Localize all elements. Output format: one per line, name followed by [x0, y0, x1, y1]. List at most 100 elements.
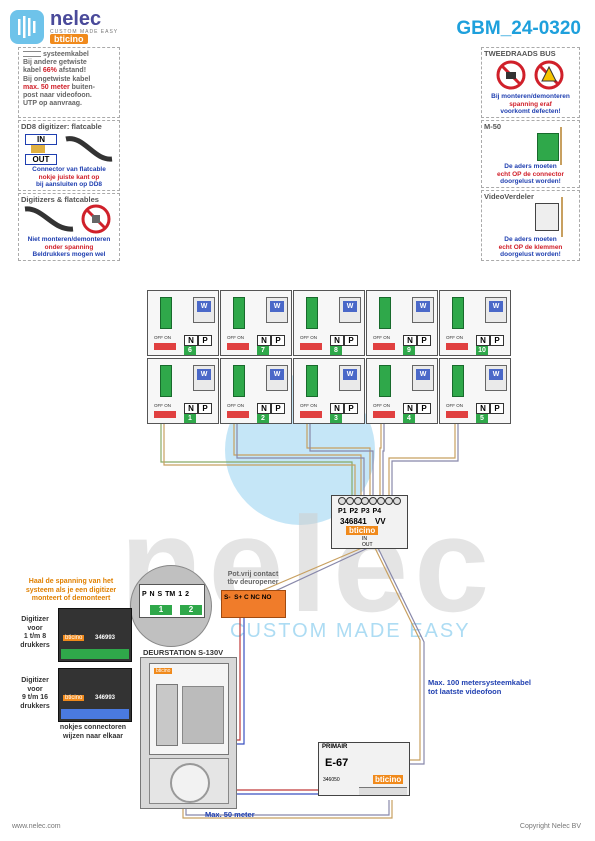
zoom-num-left: 1 — [150, 605, 172, 615]
digitizer1-line1: Digitizer — [21, 616, 49, 623]
n-label: N — [184, 335, 198, 346]
video-distributor: P1 P2 P3 P4 346841 VV bticino IN OUT — [331, 495, 408, 549]
digitizer2-line1: Digitizer — [21, 677, 49, 684]
p-label: P — [198, 403, 212, 414]
flatcable-connector-icon — [31, 145, 45, 153]
doorstation-label: DEURSTATION S-130V — [143, 648, 224, 657]
unit-number: 6 — [184, 346, 196, 355]
off-on-switch[interactable] — [154, 343, 176, 350]
off-on-label: OFF ON — [373, 335, 390, 340]
videoverdeler-note: VideoVerdeler De aders moeten echt OP de… — [481, 190, 580, 261]
n-label: N — [330, 403, 344, 414]
terminal-screw-icon — [353, 497, 362, 505]
off-on-switch[interactable] — [446, 343, 468, 350]
videophone-icon: W — [193, 297, 215, 323]
digitizer2-brand: bticino — [63, 695, 85, 701]
off-on-switch[interactable] — [373, 411, 395, 418]
videophone-icon: W — [339, 365, 361, 391]
dd8-in-label: IN — [25, 134, 57, 145]
systemcable-line1: Bij andere getwiste — [23, 59, 87, 67]
zoom-term-n: N — [149, 591, 155, 598]
p-label: P — [490, 335, 504, 346]
apartment-unit: W OFF ON N P 6 — [147, 290, 219, 356]
off-on-switch[interactable] — [300, 343, 322, 350]
unit-number: 9 — [403, 346, 415, 355]
relay-title-line1: Pot.vrij contact — [227, 571, 279, 578]
psu-code: 346050 — [323, 777, 340, 783]
unit-number: 2 — [257, 414, 269, 423]
apartment-unit: W OFF ON N P 10 — [439, 290, 511, 356]
doorstation-brand: bticino — [154, 668, 173, 674]
off-on-switch[interactable] — [373, 343, 395, 350]
footer-copyright: Copyright Nelec BV — [519, 823, 581, 830]
zoom-term-1: 1 — [178, 591, 183, 598]
m50-connector-icon — [452, 365, 464, 397]
off-on-label: OFF ON — [154, 403, 171, 408]
digitizer2-terminals — [61, 709, 129, 719]
videophone-icon: W — [485, 297, 507, 323]
systemcable-line3: Bij ongetwiste kabel — [23, 75, 91, 83]
cable-legend-icon — [23, 51, 41, 58]
dd8-line2: nokje juiste kant op — [38, 173, 100, 181]
systemcable-line2b: 66% — [42, 67, 57, 75]
off-on-label: OFF ON — [227, 403, 244, 408]
apartment-unit: W OFF ON N P 8 — [293, 290, 365, 356]
flatcables-note: Digitizers & flatcables Niet monteren/de… — [18, 193, 120, 261]
videoverdeler-line2: echt OP de klemmen — [498, 243, 563, 251]
off-on-label: OFF ON — [300, 403, 317, 408]
terminal-screw-icon — [392, 497, 401, 505]
off-on-switch[interactable] — [227, 411, 249, 418]
twowire-line1: Bij monteren/demonteren — [491, 93, 570, 100]
max100-line2: tot laatste videofoon — [428, 687, 502, 696]
m50-note: M-50 De aders moeten echt OP de connecto… — [481, 120, 580, 188]
zoom-term-2: 2 — [185, 591, 189, 598]
off-on-switch[interactable] — [154, 411, 176, 418]
relay-title-line2: tbv deuropener — [227, 579, 279, 586]
dd8-note: DD8 digitizer: flatcable IN OUT Connecto… — [18, 120, 120, 191]
off-on-label: OFF ON — [227, 335, 244, 340]
videophone-icon: W — [485, 365, 507, 391]
apartment-unit: W OFF ON N P 9 — [366, 290, 438, 356]
distributor-terminal-icon — [535, 203, 559, 231]
apartment-unit: W OFF ON N P 4 — [366, 358, 438, 424]
n-label: N — [403, 335, 417, 346]
m50-connector-icon — [306, 297, 318, 329]
m50-connector-icon — [306, 365, 318, 397]
p-label: P — [198, 335, 212, 346]
distributor-port-2: P2 — [349, 508, 359, 515]
digitizer1-terminals — [61, 649, 129, 659]
systemcable-line2a: kabel — [23, 67, 43, 75]
flatcables-line1: Niet monteren/demonteren — [27, 236, 111, 243]
flatcables-line3: Beldrukkers mogen wel — [32, 251, 106, 258]
videophone-icon: W — [266, 297, 288, 323]
zoom-num-right: 2 — [180, 605, 202, 615]
apartment-unit: W OFF ON N P 5 — [439, 358, 511, 424]
partner-logo: bticino — [50, 34, 88, 44]
systemcable-legend: systeemkabel — [42, 51, 89, 58]
dd8-title: DD8 digitizer: flatcable — [21, 122, 102, 131]
no-tool-warning-icon — [81, 204, 111, 234]
flatcable-icon — [65, 136, 113, 162]
videophone-icon: W — [339, 297, 361, 323]
power-warning-line1: Haal de spanning van het — [28, 578, 114, 585]
systemcable-line5: post naar videofoon. — [23, 92, 92, 100]
nokjes-line1: nokjes connectoren — [59, 724, 127, 731]
power-warning-line3: monteert of demonteert — [31, 595, 111, 602]
unit-number: 5 — [476, 414, 488, 423]
pushbutton-icon[interactable] — [170, 763, 210, 803]
unit-number: 10 — [476, 346, 488, 355]
max50-note: Max. 50 meter — [205, 810, 255, 819]
systemcable-line4b: buiten- — [69, 83, 95, 91]
digitizer1-brand: bticino — [63, 635, 85, 641]
m50-line3: doorgelust worden! — [500, 178, 561, 185]
m50-wire-icon — [560, 127, 562, 165]
off-on-switch[interactable] — [446, 411, 468, 418]
off-on-switch[interactable] — [227, 343, 249, 350]
apartment-unit: W OFF ON N P 2 — [220, 358, 292, 424]
footer-url[interactable]: www.nelec.com — [12, 823, 61, 830]
psu-brand: bticino — [373, 775, 404, 784]
off-on-switch[interactable] — [300, 411, 322, 418]
n-label: N — [257, 403, 271, 414]
doorstation-panel: bticino — [140, 657, 237, 809]
